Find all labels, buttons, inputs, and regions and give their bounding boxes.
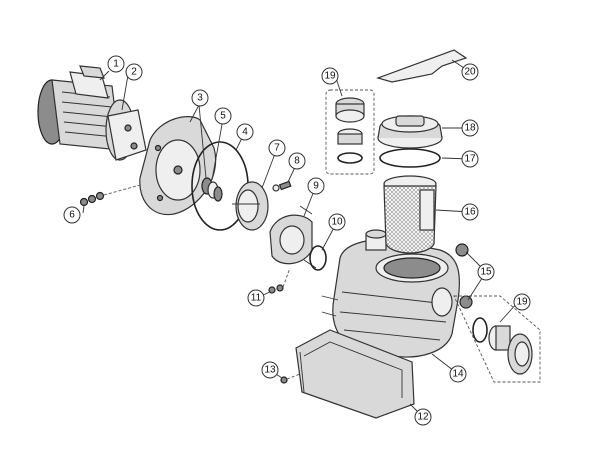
callout-9: 9 [307, 177, 325, 195]
shaft-seal [201, 177, 223, 202]
callout-15: 15 [477, 263, 495, 281]
lid-wrench [376, 49, 468, 83]
motor-screws [79, 184, 141, 207]
callout-19-top-label: 19 [324, 71, 336, 82]
callout-18-label: 18 [464, 123, 476, 134]
callout-6: 6 [63, 206, 81, 224]
callout-20: 20 [461, 63, 479, 81]
callout-15-label: 15 [480, 267, 492, 278]
callout-20-label: 20 [464, 67, 476, 78]
callout-1-label: 1 [113, 59, 119, 70]
callout-12: 12 [414, 408, 432, 426]
strainer-lid [377, 115, 443, 149]
impeller [232, 181, 269, 231]
callout-13: 13 [261, 361, 279, 379]
callout-19-top: 19 [321, 67, 339, 85]
callout-12-label: 12 [417, 412, 429, 423]
callout-3-label: 3 [197, 93, 203, 104]
callout-17-label: 17 [464, 154, 476, 165]
callout-10: 10 [328, 213, 346, 231]
callout-16-label: 16 [464, 207, 476, 218]
leader-lines [82, 59, 519, 418]
callout-19-side: 19 [513, 293, 531, 311]
callout-11-label: 11 [251, 293, 262, 304]
callout-2: 2 [125, 63, 143, 81]
callout-17: 17 [461, 150, 479, 168]
callout-16: 16 [461, 203, 479, 221]
callout-6-label: 6 [69, 210, 75, 221]
callout-19-side-label: 19 [516, 297, 528, 308]
pump-base [295, 329, 415, 419]
strainer-basket [383, 175, 437, 254]
callout-3: 3 [191, 89, 209, 107]
diffuser-o-ring [309, 245, 327, 271]
callout-8: 8 [288, 152, 306, 170]
callout-18: 18 [461, 119, 479, 137]
callout-7-label: 7 [274, 143, 280, 154]
callout-14: 14 [449, 365, 467, 383]
callout-14-label: 14 [452, 369, 464, 380]
union-fitting-top [325, 89, 375, 175]
lid-o-ring [379, 148, 441, 168]
diffuser [269, 205, 317, 269]
motor-flange [107, 109, 147, 161]
callout-1: 1 [107, 55, 125, 73]
callout-5: 5 [214, 107, 232, 125]
callout-11: 11 [247, 289, 265, 307]
callout-4: 4 [236, 123, 254, 141]
callout-7: 7 [268, 139, 286, 157]
callout-4-label: 4 [242, 127, 248, 138]
callout-8-label: 8 [294, 156, 300, 167]
impeller-screw [272, 180, 292, 192]
union-fitting-side [453, 295, 541, 383]
callout-5-label: 5 [220, 111, 226, 122]
callout-13-label: 13 [264, 365, 276, 376]
callout-9-label: 9 [313, 181, 319, 192]
diffuser-screws [268, 267, 291, 294]
pump-housing [321, 229, 461, 358]
callout-2-label: 2 [131, 67, 137, 78]
seal-plate [139, 116, 217, 216]
callout-10-label: 10 [331, 217, 343, 228]
base-screw [280, 373, 301, 384]
